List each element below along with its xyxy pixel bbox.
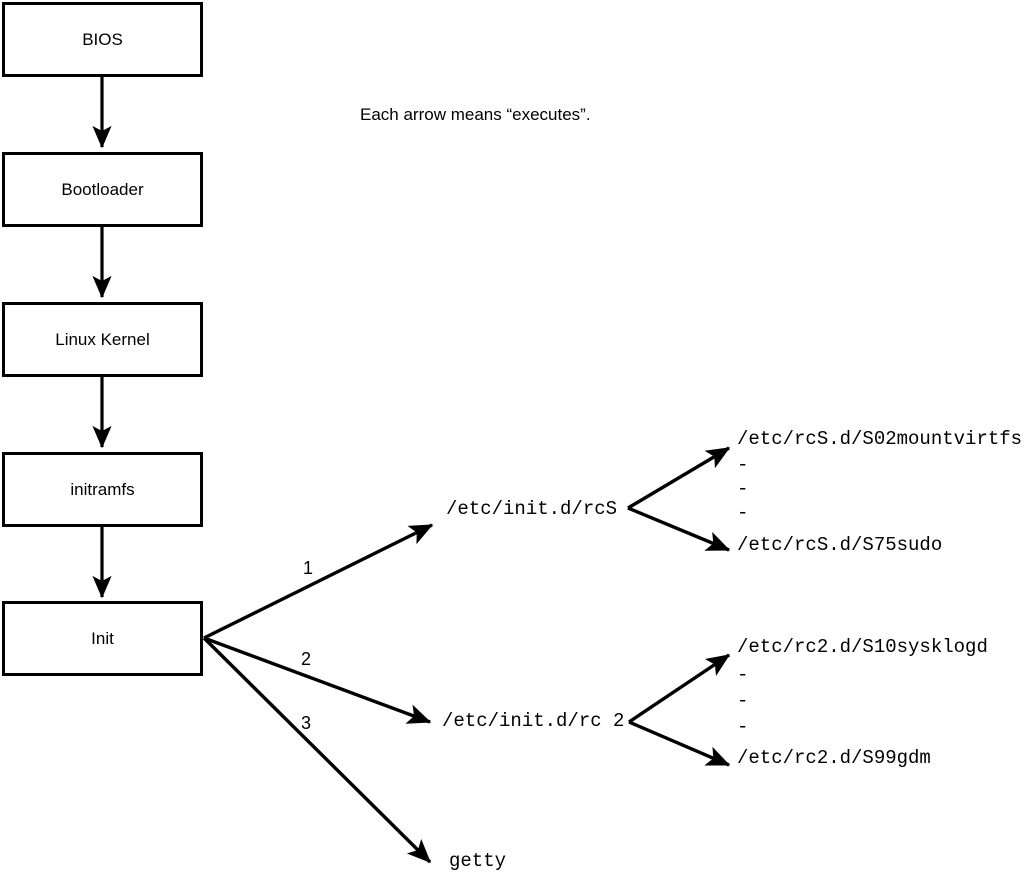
rcs-arrow-last bbox=[627, 506, 731, 552]
boot-box-bootloader[interactable]: Bootloader bbox=[2, 152, 203, 227]
branch-arrow-3 bbox=[202, 636, 432, 864]
boot-box-linux-kernel[interactable]: Linux Kernel bbox=[2, 302, 203, 377]
boot-box-init[interactable]: Init bbox=[2, 601, 203, 676]
rc2-arrow-first bbox=[628, 653, 731, 724]
rc2-script-last[interactable]: /etc/rc2.d/S99gdm bbox=[737, 747, 931, 769]
boot-box-label: Linux Kernel bbox=[55, 330, 150, 349]
branch-number-1: 1 bbox=[303, 558, 314, 578]
rcs-ellipsis-dash: - bbox=[737, 502, 749, 524]
branch-target-rc2[interactable]: /etc/init.d/rc 2 bbox=[442, 710, 625, 732]
branch-target-rcs[interactable]: /etc/init.d/rcS bbox=[446, 498, 618, 520]
rcs-ellipsis-dash: - bbox=[737, 454, 749, 476]
boot-box-label: Bootloader bbox=[61, 180, 144, 199]
rc2-ellipsis-dash: - bbox=[737, 716, 749, 738]
rcs-script-last[interactable]: /etc/rcS.d/S75sudo bbox=[737, 534, 943, 556]
rc2-ellipsis-dash: - bbox=[737, 690, 749, 712]
branch-number-3: 3 bbox=[301, 713, 312, 733]
rcs-ellipsis-dash: - bbox=[737, 478, 749, 500]
boot-box-label: BIOS bbox=[82, 30, 123, 49]
rc2-ellipsis-dash: - bbox=[737, 664, 749, 686]
rcs-script-first[interactable]: /etc/rcS.d/S02mountvirtfs bbox=[737, 428, 1023, 450]
branch-target-getty[interactable]: getty bbox=[449, 850, 507, 872]
rcs-arrow-first bbox=[627, 446, 731, 510]
rc2-arrow-last bbox=[628, 720, 731, 767]
boot-box-label: Init bbox=[91, 629, 114, 648]
branch-arrow-2 bbox=[203, 636, 432, 724]
branch-arrow-1 bbox=[203, 523, 434, 640]
boot-box-initramfs[interactable]: initramfs bbox=[2, 452, 203, 527]
boot-box-label: initramfs bbox=[70, 480, 135, 499]
rc2-script-first[interactable]: /etc/rc2.d/S10sysklogd bbox=[737, 636, 988, 658]
branch-number-2: 2 bbox=[301, 649, 312, 669]
caption-text: Each arrow means “executes”. bbox=[360, 105, 591, 124]
boot-box-bios[interactable]: BIOS bbox=[2, 2, 203, 77]
